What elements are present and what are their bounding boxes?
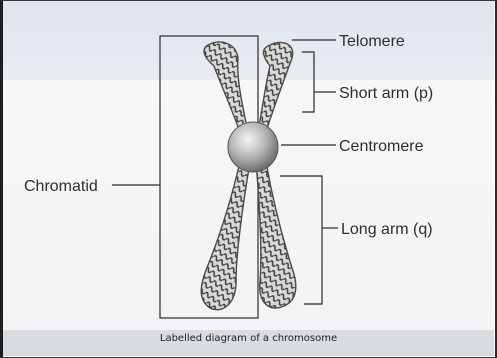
image-frame	[0, 0, 497, 358]
